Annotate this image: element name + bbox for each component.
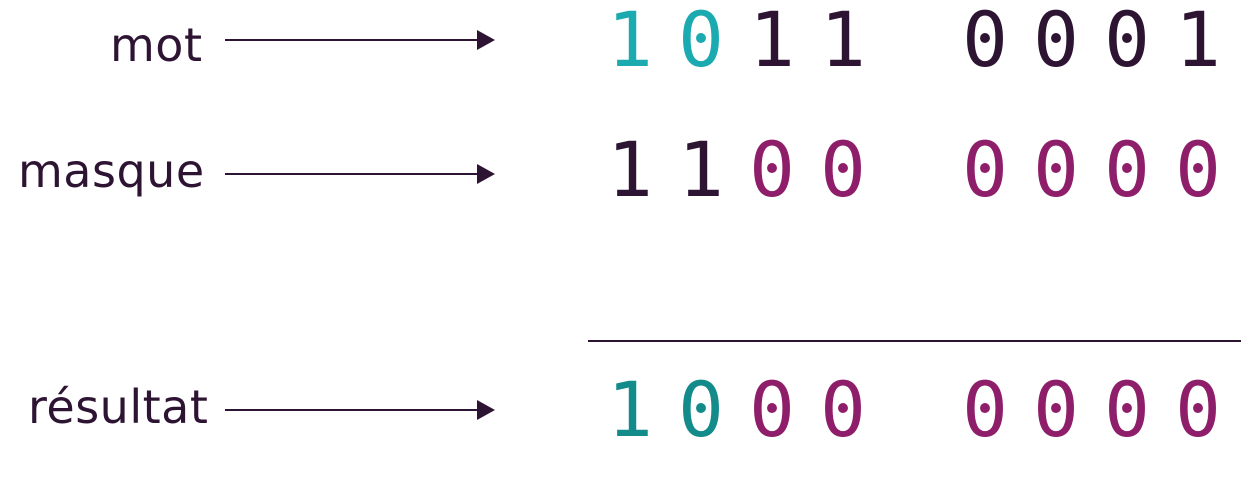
bit-digit: 1 [1175, 0, 1221, 84]
bit-digit: 1 [820, 0, 866, 84]
bit-digit: 0 [1175, 125, 1221, 214]
bit-digit: 1 [607, 0, 653, 84]
bit-digit: 0 [1033, 125, 1079, 214]
bit-digit: 0 [1033, 0, 1079, 84]
bit-digit: 0 [820, 365, 866, 454]
row-label-resultat: résultat [28, 380, 209, 434]
bit-digit: 0 [678, 365, 724, 454]
bit-digit: 0 [962, 125, 1008, 214]
bit-digit: 0 [1175, 365, 1221, 454]
bit-digit: 0 [1104, 0, 1150, 84]
bit-digit: 1 [607, 365, 653, 454]
bit-digit: 0 [678, 0, 724, 84]
bit-digit: 0 [820, 125, 866, 214]
row-label-mot: mot [110, 18, 203, 72]
bit-digit: 0 [1104, 125, 1150, 214]
separator-line [588, 340, 1241, 342]
bit-digit: 1 [749, 0, 795, 84]
bit-digit: 0 [749, 125, 795, 214]
bit-digit: 1 [607, 125, 653, 214]
arrow-right-icon [225, 30, 495, 50]
bit-digit: 1 [678, 125, 724, 214]
bit-digit: 0 [749, 365, 795, 454]
bit-digit: 0 [1104, 365, 1150, 454]
bit-digit: 0 [962, 365, 1008, 454]
row-label-masque: masque [18, 144, 205, 198]
bit-digit: 0 [1033, 365, 1079, 454]
arrow-right-icon [225, 164, 495, 184]
bit-digit: 0 [962, 0, 1008, 84]
arrow-right-icon [225, 400, 495, 420]
